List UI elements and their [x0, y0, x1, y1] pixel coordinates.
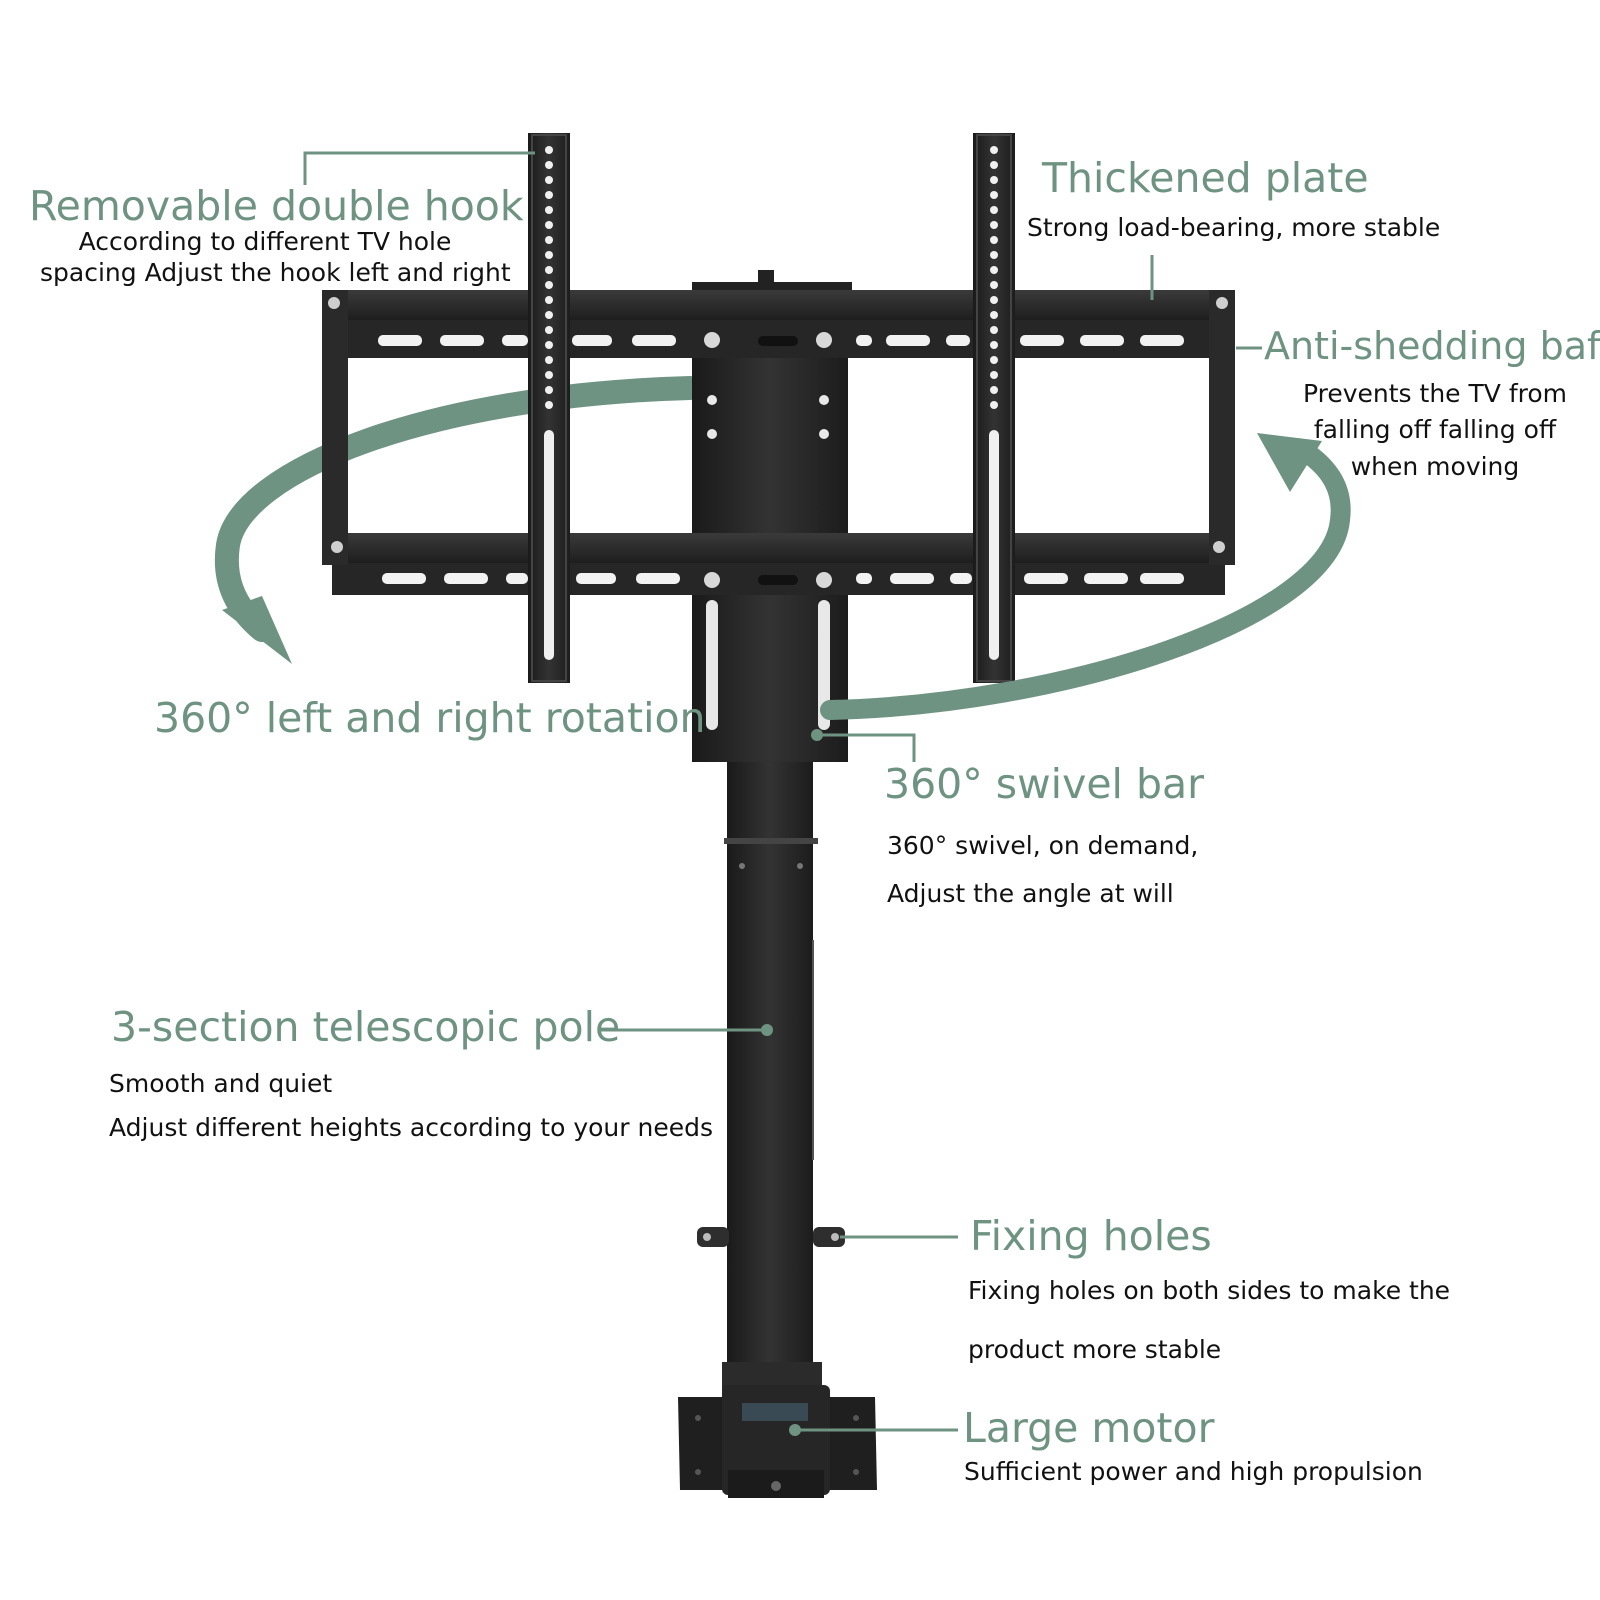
plate-title: Thickened plate — [1042, 154, 1369, 202]
baffle-title: Anti-shedding baffle — [1264, 324, 1600, 368]
hook-hole — [545, 341, 553, 349]
hook-desc-line-2: spacing Adjust the hook left and right — [40, 258, 511, 288]
pole-desc-line-2: Adjust different heights according to yo… — [109, 1112, 714, 1142]
hook-hole — [990, 371, 998, 379]
plate-description: Strong load-bearing, more stable — [1027, 213, 1441, 242]
hook-slot — [989, 430, 999, 660]
leader-lines — [303, 151, 1262, 1432]
swivel-description: 360° swivel, on demand, Adjust the angle… — [887, 822, 1198, 917]
hook-hole — [545, 176, 553, 184]
hook-hole — [990, 386, 998, 394]
hook-hole — [990, 281, 998, 289]
hook-hole — [990, 191, 998, 199]
hook-hole — [990, 296, 998, 304]
motor-base — [678, 1362, 877, 1498]
hook-hole — [990, 311, 998, 319]
hook-hole — [990, 206, 998, 214]
thickened-plate-frame — [322, 290, 1235, 595]
swivel-desc-line-2: Adjust the angle at will — [887, 878, 1174, 908]
rotation-arrow-right — [820, 433, 1351, 720]
hook-hole — [545, 146, 553, 154]
baffle-desc-line-2: falling off falling off — [1313, 415, 1557, 445]
hook-hole — [990, 341, 998, 349]
hook-hole — [545, 236, 553, 244]
baffle-description: Prevents the TV from falling off falling… — [1275, 376, 1595, 485]
hook-hole — [990, 401, 998, 409]
hook-leader-line — [303, 151, 535, 185]
rotation-arrow-left — [214, 376, 702, 664]
swivel-leader-line — [817, 733, 916, 762]
hook-description: According to different TV hole spacing A… — [40, 226, 511, 289]
hook-hole — [545, 386, 553, 394]
hook-hole — [545, 161, 553, 169]
hook-hole — [990, 251, 998, 259]
hook-hole — [990, 236, 998, 244]
pole-title: 3-section telescopic pole — [111, 1003, 621, 1051]
hook-hole — [545, 296, 553, 304]
hook-hole — [545, 356, 553, 364]
motor-description: Sufficient power and high propulsion — [964, 1457, 1423, 1486]
baffle-desc-line-1: Prevents the TV from — [1302, 379, 1567, 408]
hook-hole — [545, 206, 553, 214]
hook-hole — [545, 191, 553, 199]
pole-description: Smooth and quiet Adjust different height… — [109, 1062, 713, 1150]
hook-hole — [990, 146, 998, 154]
hook-hole — [990, 221, 998, 229]
hook-hole — [545, 326, 553, 334]
hook-hole — [545, 266, 553, 274]
fixing-desc-line-2: product more stable — [968, 1334, 1222, 1364]
hook-hole — [545, 281, 553, 289]
hook-hole — [545, 311, 553, 319]
swivel-title: 360° swivel bar — [884, 760, 1204, 808]
baffle-desc-line-3: when moving — [1350, 451, 1520, 481]
hook-arm-holes — [544, 146, 999, 660]
swivel-desc-line-1: 360° swivel, on demand, — [887, 831, 1199, 860]
hook-hole — [990, 326, 998, 334]
rotation-title: 360° left and right rotation — [154, 694, 706, 742]
hook-hole — [990, 176, 998, 184]
hook-title: Removable double hook — [29, 182, 524, 230]
hook-hole — [990, 266, 998, 274]
hook-hole — [990, 356, 998, 364]
fixing-title: Fixing holes — [970, 1212, 1212, 1260]
motor-title: Large motor — [963, 1404, 1215, 1452]
hook-hole — [545, 251, 553, 259]
hook-hole — [545, 221, 553, 229]
hook-hole — [990, 161, 998, 169]
hook-desc-line-1: According to different TV hole — [78, 227, 452, 256]
hook-slot — [544, 430, 554, 660]
fixing-hole-brackets — [697, 1227, 845, 1247]
fixing-description: Fixing holes on both sides to make the p… — [968, 1262, 1450, 1380]
hook-hole — [545, 371, 553, 379]
telescopic-pole — [724, 755, 818, 1375]
pole-desc-line-1: Smooth and quiet — [109, 1069, 333, 1098]
hook-hole — [545, 401, 553, 409]
fixing-desc-line-1: Fixing holes on both sides to make the — [968, 1276, 1451, 1305]
